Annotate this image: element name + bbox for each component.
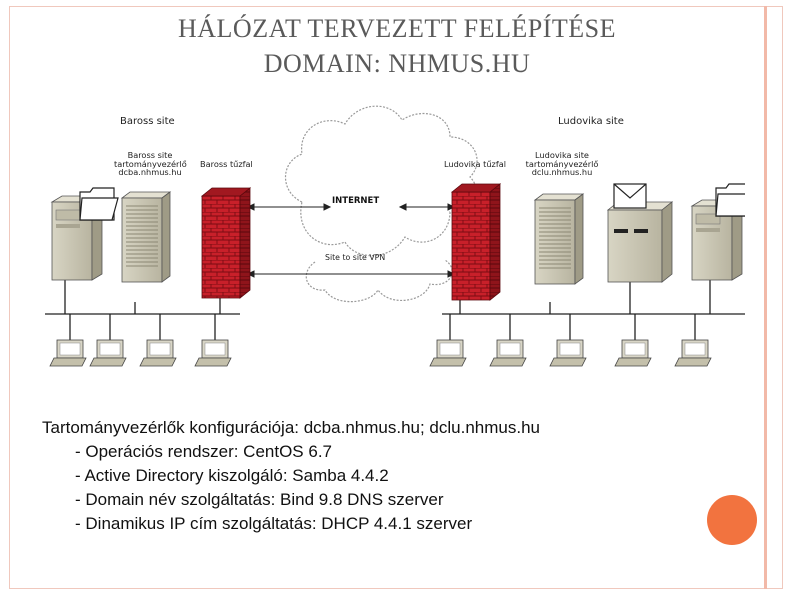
slide-frame [9, 6, 783, 589]
folder-icon [715, 183, 745, 217]
laptop-icon [549, 339, 587, 367]
config-os: - Operációs rendszer: CentOS 6.7 [75, 442, 333, 461]
laptop-icon [139, 339, 177, 367]
slide-title: HÁLÓZAT TERVEZETT FELÉPÍTÉSE [178, 14, 616, 43]
laptop-icon [489, 339, 527, 367]
internet-arrows [246, 203, 456, 278]
config-dns: - Domain név szolgáltatás: Bind 9.8 DNS … [75, 490, 444, 509]
left-dc-label-line1: Baross site [127, 150, 173, 160]
right-dc-label-line3: dclu.nhmus.hu [531, 167, 593, 178]
envelope-icon [613, 183, 647, 209]
cloud-icon [285, 105, 478, 303]
firewall-icon [450, 183, 502, 301]
folder-icon [79, 187, 119, 221]
laptop-icon [614, 339, 652, 367]
left-site-label: Baross site [120, 116, 175, 127]
config-ad: - Active Directory kiszolgáló: Samba 4.4… [75, 466, 389, 485]
config-text: Tartományvezérlők konfigurációja: dcba.n… [42, 416, 540, 536]
network-diagram: Baross site Baross site tartományvezérlő… [40, 92, 745, 387]
left-dc-label: Baross site tartományvezérlő dcba.nhmus.… [114, 150, 187, 178]
config-dhcp: - Dinamikus IP cím szolgáltatás: DHCP 4.… [75, 514, 473, 533]
right-dc-label-line2: tartományvezérlő [525, 158, 599, 169]
left-dc-label-line3: dcba.nhmus.hu [118, 167, 182, 178]
firewall-icon [200, 187, 252, 299]
laptop-icon [429, 339, 467, 367]
slide-subtitle: DOMAIN: NHMUS.HU [263, 49, 531, 78]
vpn-label: Site to site VPN [325, 253, 386, 262]
left-firewall-label: Baross tűzfal [200, 159, 253, 169]
right-site-label: Ludovika site [558, 116, 624, 127]
right-dc-label-line1: Ludovika site [535, 150, 589, 160]
internet-label: INTERNET [332, 196, 380, 206]
accent-dot [707, 495, 757, 545]
slide-accent-bar [764, 6, 767, 589]
laptop-icon [674, 339, 712, 367]
laptop-icon [89, 339, 127, 367]
server-icon [606, 201, 674, 283]
right-firewall-label: Ludovika tűzfal [444, 159, 507, 169]
server-icon [533, 193, 585, 285]
laptop-icon [194, 339, 232, 367]
left-dc-label-line2: tartományvezérlő [114, 158, 187, 169]
laptop-icon [49, 339, 87, 367]
server-icon [120, 191, 172, 283]
right-dc-label: Ludovika site tartományvezérlő dclu.nhmu… [523, 151, 601, 177]
config-heading: Tartományvezérlők konfigurációja: dcba.n… [42, 418, 540, 437]
